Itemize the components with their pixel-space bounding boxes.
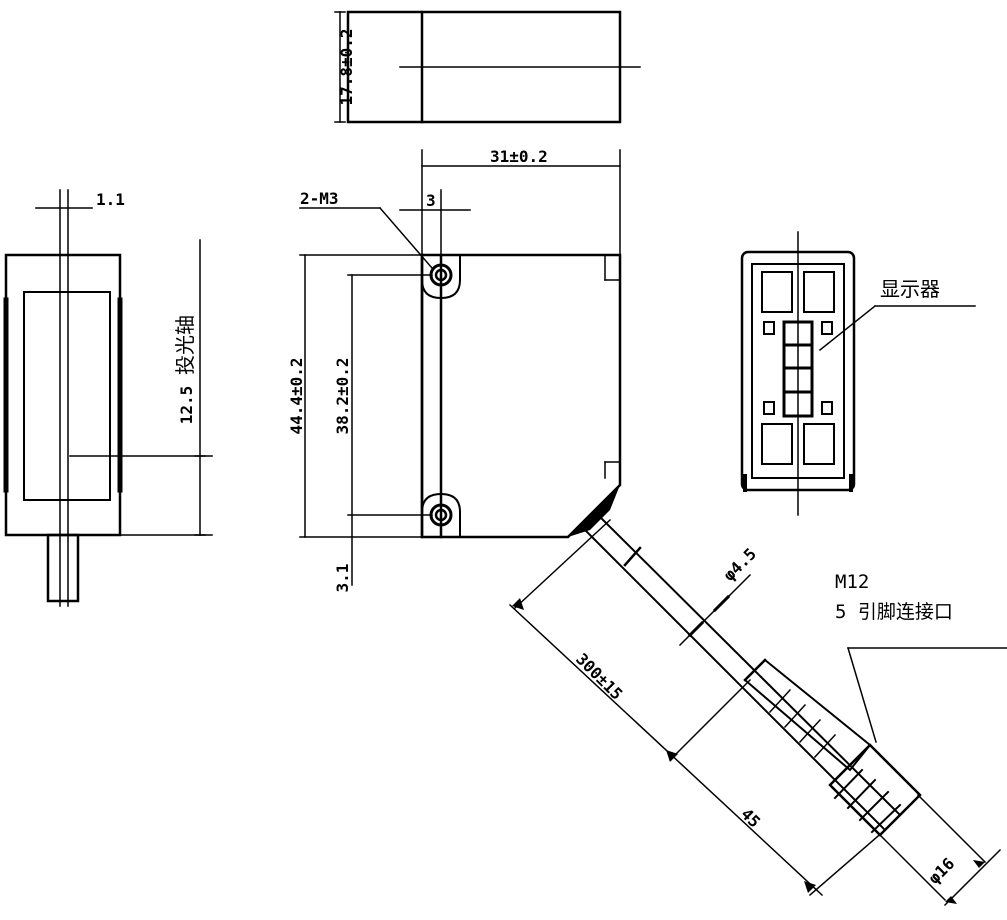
side-view: 1.1 12.5 投光轴	[3, 189, 213, 607]
dim-12-5: 12.5	[177, 386, 196, 425]
cable-assembly: φ4.5 300±15 45 φ16 M12 5 引脚连接口	[508, 485, 1007, 907]
dim-height-17-8: 17.8±0.2	[337, 28, 356, 105]
screw-2-m3: 2-M3	[300, 189, 339, 208]
dim-height-44-4: 44.4±0.2	[287, 357, 306, 434]
connector-desc: 5 引脚连接口	[835, 601, 953, 623]
display-view: 显示器	[740, 231, 976, 516]
dim-pitch-38-2: 38.2±0.2	[333, 357, 352, 434]
dim-offset-1-1: 1.1	[96, 190, 125, 209]
display-label: 显示器	[880, 277, 940, 301]
front-view: 31±0.2 2-M3 3 44.4±0.2 38.2±0.2 3.1	[287, 147, 622, 593]
dim-offset-3: 3	[426, 191, 436, 210]
top-view: 17.8±0.2	[334, 10, 641, 124]
dim-width-31: 31±0.2	[490, 147, 548, 166]
connector-type: M12	[835, 571, 869, 593]
dim-cable-300: 300±15	[572, 649, 626, 703]
dim-dia-16: φ16	[924, 854, 958, 888]
optical-axis-label: 投光轴	[173, 315, 197, 375]
dim-offset-3-1: 3.1	[333, 564, 352, 593]
dim-len-45: 45	[737, 804, 764, 831]
dim-dia-4-5: φ4.5	[719, 544, 760, 585]
